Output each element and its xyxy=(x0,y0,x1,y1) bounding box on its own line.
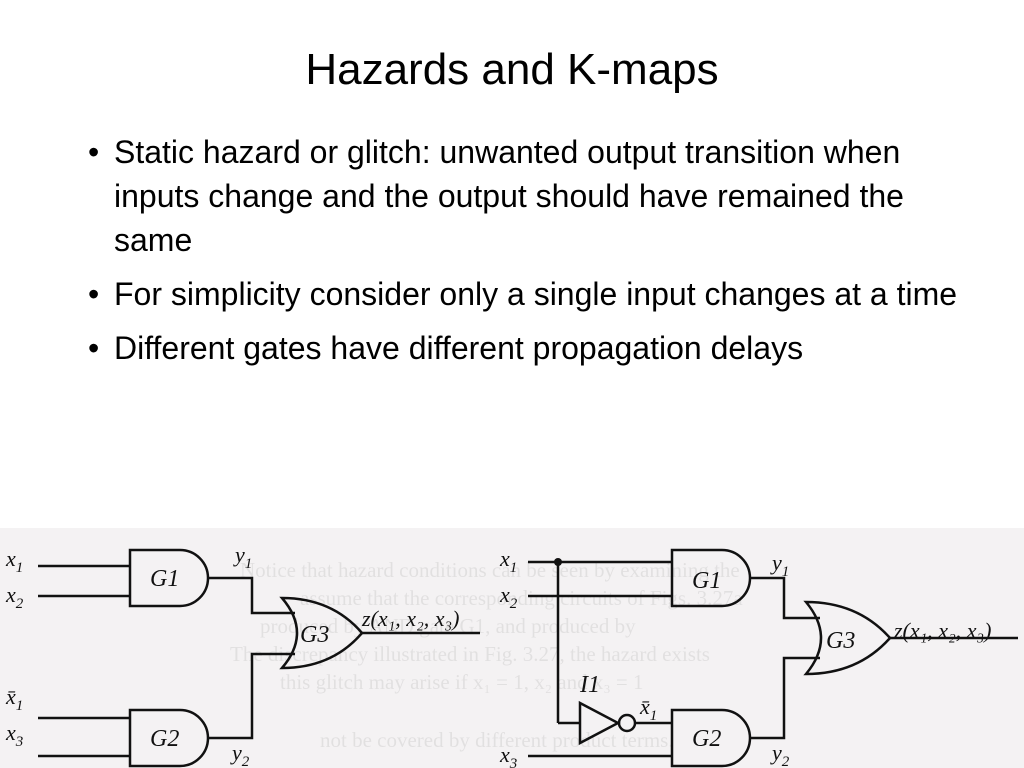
input-label: x1 xyxy=(5,546,23,576)
wire xyxy=(750,656,820,740)
bullet-text: For simplicity consider only a single in… xyxy=(114,276,958,312)
wire xyxy=(208,652,295,740)
bullet-text: Different gates have different propagati… xyxy=(114,330,804,366)
bleed-text-line: not be covered by different product term… xyxy=(320,728,674,752)
bullet-item: • Different gates have different propagat… xyxy=(88,326,968,370)
gate-label: G3 xyxy=(826,628,855,654)
output-label: z(x₁, x₂, x₃) xyxy=(361,606,459,631)
gate-output-label: y2 xyxy=(230,740,250,768)
input-label: x1 xyxy=(499,546,517,576)
gate-output-label: y1 xyxy=(770,550,789,580)
wire xyxy=(208,576,295,615)
or-gate-g3 xyxy=(803,600,892,676)
bullet-item: • For simplicity consider only a single i… xyxy=(88,272,968,316)
input-label: x̄1 xyxy=(5,684,23,714)
or-gate-g3 xyxy=(279,596,364,670)
bullet-item: • Static hazard or glitch: unwanted outpu… xyxy=(88,130,968,262)
bleed-text-line: The discrepancy illustrated in Fig. 3.27… xyxy=(230,642,710,666)
bullet-dot: • xyxy=(88,134,100,170)
inverter-output-label: x̄1 xyxy=(639,694,657,724)
bullet-text: Static hazard or glitch: unwanted output… xyxy=(114,134,904,258)
gate-label: G2 xyxy=(692,726,721,752)
bleed-text-line: this glitch may arise if x₁ = 1, x₂ and … xyxy=(280,670,644,694)
input-label: x3 xyxy=(499,742,517,768)
output-label: z(x₁, x₂, x₃) xyxy=(893,618,991,643)
and-gate-g2 xyxy=(670,708,752,768)
input-label: x3 xyxy=(5,720,23,750)
junction-dot xyxy=(554,558,562,566)
wire xyxy=(750,576,820,620)
gate-label: G1 xyxy=(150,566,179,592)
bleed-text-line: assume that the corresponding circuits o… xyxy=(300,586,743,610)
gate-label: G1 xyxy=(692,568,721,594)
inverter-label: I1 xyxy=(579,672,600,698)
circuit-diagram: x1 x2 x̄1 x3 G1 G2 G3 y1 y2 z(x₁, x₂, x₃… xyxy=(5,542,1018,768)
inverter-bubble xyxy=(617,713,637,733)
and-gate-g1 xyxy=(128,548,210,608)
and-gate-g2 xyxy=(128,708,210,768)
circuit-figure: Notice that hazard conditions can be see… xyxy=(0,528,1024,768)
gate-label: G3 xyxy=(300,622,329,648)
and-gate-g1 xyxy=(670,548,752,608)
gate-label: G2 xyxy=(150,726,179,752)
inverter-i1 xyxy=(578,700,621,746)
input-label: x2 xyxy=(5,582,24,612)
bullet-list: • Static hazard or glitch: unwanted outpu… xyxy=(88,130,968,380)
bullet-dot: • xyxy=(88,276,100,312)
input-label: x2 xyxy=(499,582,518,612)
gate-output-label: y2 xyxy=(770,740,790,768)
bullet-dot: • xyxy=(88,330,100,366)
gate-output-label: y1 xyxy=(233,542,252,572)
slide-title: Hazards and K-maps xyxy=(305,45,719,94)
